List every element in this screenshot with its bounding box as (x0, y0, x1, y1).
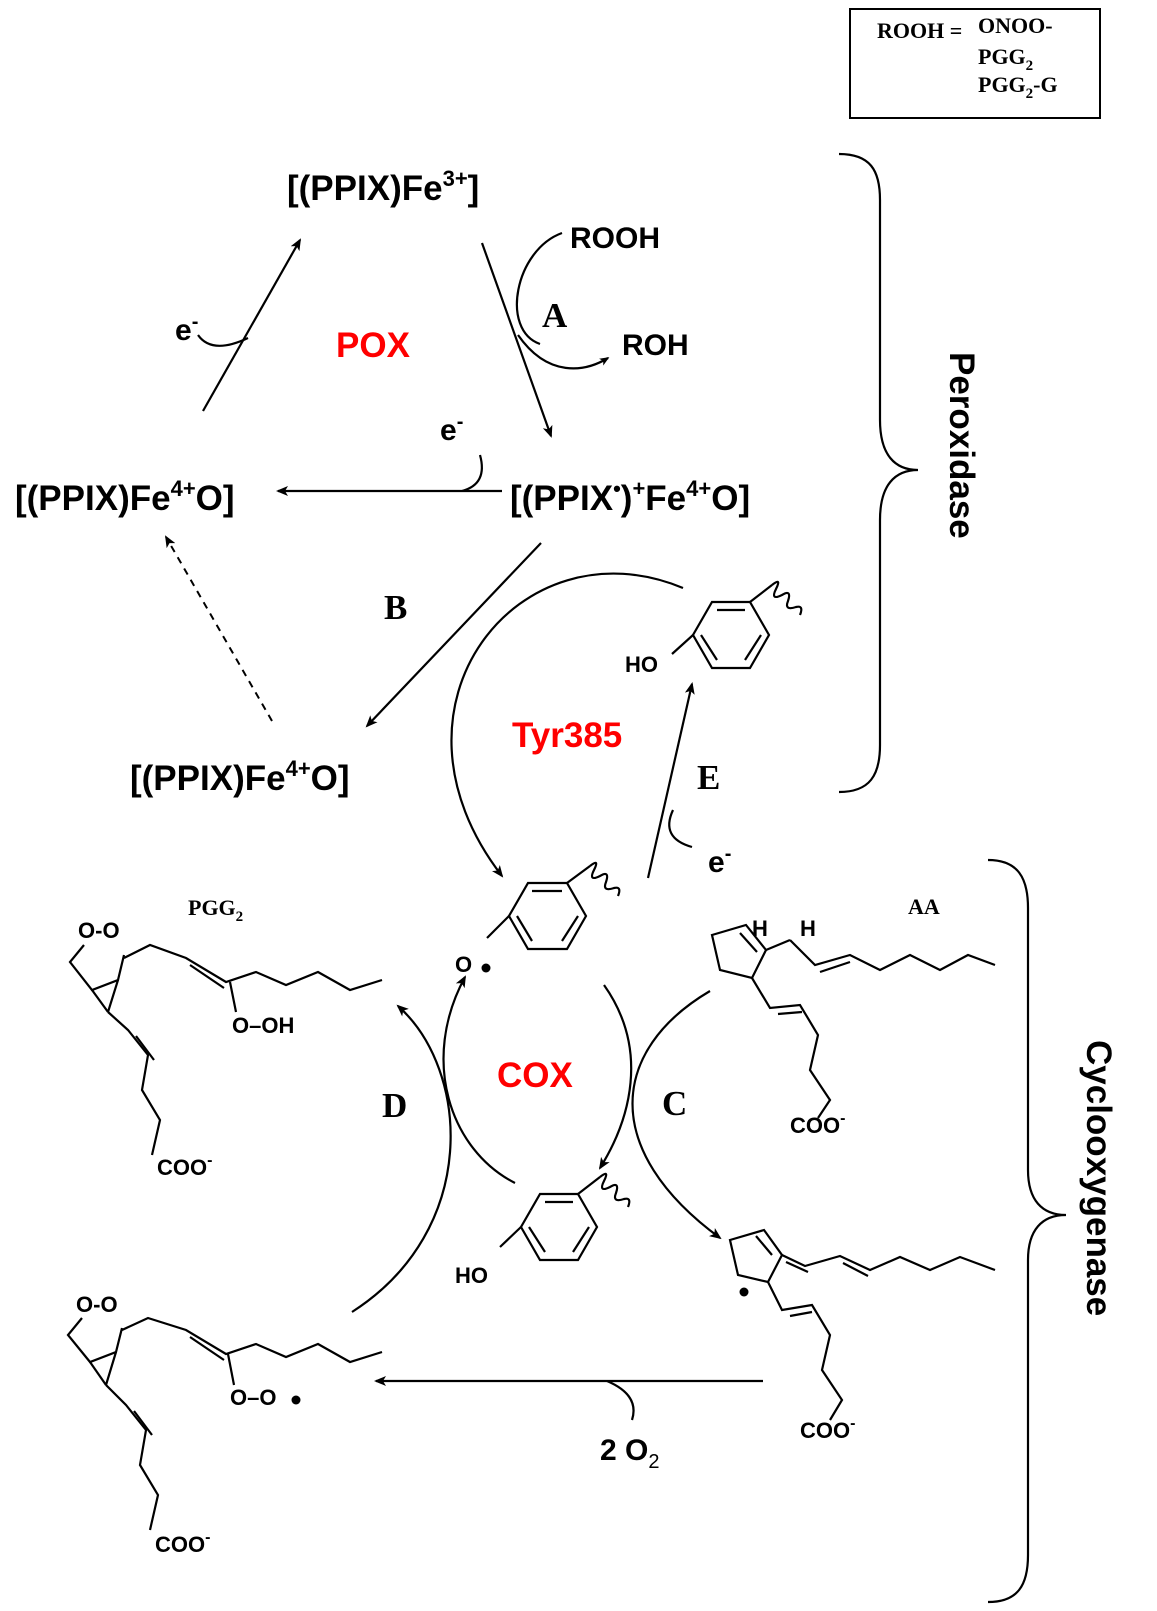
step-e: E (697, 758, 720, 797)
arachidonic-acid-molecule: AA H H COO- (710, 894, 996, 1138)
aa-h-right: H (800, 916, 816, 941)
peroxyl-endoperoxide: O-O (76, 1292, 118, 1317)
species-ppix-radical-fe4o: [(PPIX•)+Fe4+O] (510, 476, 750, 518)
rooh-legend: ROOH = ONOO- PGG2 PGG2-G (849, 8, 1101, 119)
step-b: B (384, 588, 407, 627)
species-fe4o-compound-ii: [(PPIX)Fe4+O] (15, 476, 235, 518)
aa-h-left: H (752, 916, 768, 941)
tyrosyl-radical: O (455, 861, 621, 977)
legend-item-pgg2: PGG2 (978, 44, 1033, 74)
tyrosine-phenol-top: HO (625, 580, 803, 677)
o2-label: 2 O2 (600, 1434, 659, 1473)
ho-label-bottom: HO (455, 1263, 488, 1288)
legend-item-pgg2g: PGG2-G (978, 72, 1058, 102)
rooh-label: ROOH (570, 222, 660, 255)
peroxidase-label: Peroxidase (942, 352, 981, 539)
electron-label-2: e- (440, 411, 463, 447)
pgg2-endoperoxide: O-O (78, 918, 120, 943)
step-a: A (542, 296, 568, 335)
pgg2-peroxyl-radical-molecule: O-O O–O COO- (66, 1292, 383, 1557)
pgg2-label: PGG2 (188, 895, 243, 925)
tyr385-label: Tyr385 (512, 716, 622, 755)
tyrosine-phenol-bottom: HO (455, 1172, 631, 1288)
peroxyl-carboxylate: COO- (155, 1529, 210, 1557)
aa-carboxylate: COO- (790, 1110, 845, 1138)
aa-radical-carboxylate: COO- (800, 1415, 855, 1443)
cyclooxygenase-bracket (987, 858, 1067, 1604)
electron-label-3: e- (708, 843, 731, 879)
legend-lhs: ROOH = (877, 18, 962, 43)
roh-label: ROH (622, 329, 689, 362)
step-c: C (662, 1084, 687, 1123)
pgg2-carboxylate: COO- (157, 1152, 212, 1180)
pgg2-hydroperoxide: O–OH (232, 1013, 294, 1038)
species-fe4o-tyr-radical: [(PPIX)Fe4+O] (130, 756, 350, 798)
ho-label-top: HO (625, 652, 658, 677)
legend-item-onoo: ONOO- (978, 13, 1053, 38)
pox-label: POX (336, 326, 411, 365)
peroxidase-bracket (838, 152, 919, 794)
cox-arrows (351, 975, 763, 1421)
o-radical-label: O (455, 952, 472, 977)
pgg2-molecule: PGG2 O-O O–OH COO- (68, 895, 383, 1180)
cox-label: COX (497, 1056, 574, 1095)
electron-label-1: e- (175, 311, 198, 347)
step-d: D (382, 1086, 407, 1125)
aa-label: AA (908, 894, 940, 919)
arachidonyl-radical-molecule: COO- (728, 1228, 996, 1443)
peroxyl-group: O–O (230, 1385, 276, 1410)
species-fe3: [(PPIX)Fe3+] (287, 166, 479, 208)
pox-arrows (165, 231, 695, 879)
cyclooxygenase-label: Cyclooxygenase (1079, 1040, 1118, 1316)
